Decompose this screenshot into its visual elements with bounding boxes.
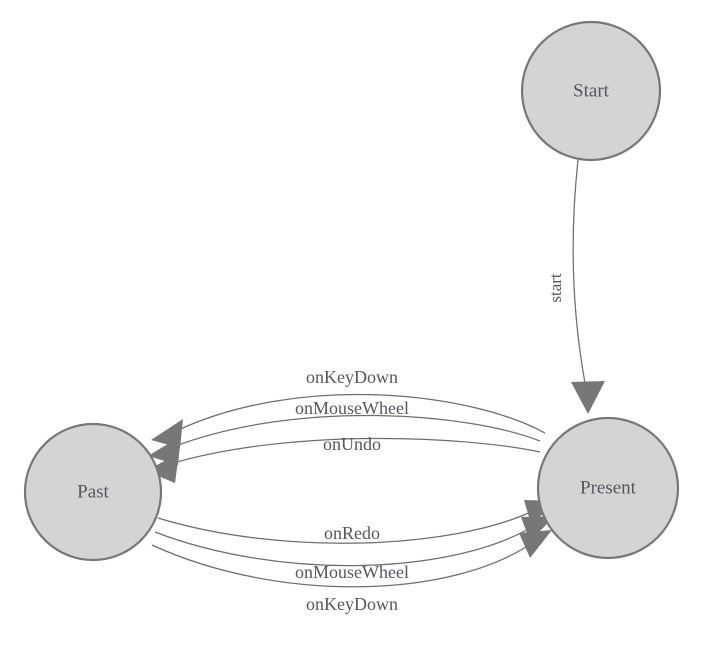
edge-past-present-onkeydown[interactable]: onKeyDown: [151, 530, 552, 614]
edge-present-past-onundo[interactable]: onUndo: [146, 434, 541, 483]
edge-present-past-onkeydown-path: [175, 393, 546, 434]
edge-start-present-path: [572, 159, 586, 384]
node-start-label: Start: [573, 81, 610, 102]
edge-present-past-onkeydown-label: onKeyDown: [306, 367, 398, 387]
node-present-label: Present: [580, 478, 637, 499]
edge-past-present-onmousewheel-label: onMouseWheel: [295, 562, 409, 582]
edge-present-past-onundo-path: [169, 437, 541, 465]
node-past-circle: [23, 422, 163, 562]
edge-past-present-onkeydown-arrowhead: [519, 530, 552, 558]
node-start[interactable]: Start: [520, 20, 662, 162]
node-past-label: Past: [77, 482, 109, 503]
edge-present-past-onundo-arrowhead: [146, 453, 179, 483]
node-start-circle: [520, 20, 662, 162]
edge-start-present-arrowhead: [571, 381, 605, 414]
edge-present-past-onmousewheel-path: [172, 414, 541, 448]
edge-past-present-onmousewheel[interactable]: onMouseWheel: [154, 516, 555, 582]
edge-past-present-onmousewheel-path: [154, 526, 533, 567]
edge-past-present-onredo[interactable]: onRedo: [157, 500, 558, 544]
edge-past-present-onredo-path: [157, 510, 534, 544]
edge-start-present[interactable]: start: [546, 159, 605, 414]
node-present[interactable]: Present: [536, 416, 680, 560]
edge-past-present-onredo-label: onRedo: [324, 523, 380, 543]
node-past[interactable]: Past: [23, 422, 163, 562]
edge-past-present-onkeydown-label: onKeyDown: [306, 594, 398, 614]
edge-start-present-label: start: [546, 273, 565, 303]
edge-past-present-onkeydown-path: [151, 542, 533, 588]
edge-present-past-onmousewheel-label: onMouseWheel: [295, 398, 409, 418]
node-present-circle: [536, 416, 680, 560]
edge-present-past-onundo-label: onUndo: [323, 434, 381, 454]
